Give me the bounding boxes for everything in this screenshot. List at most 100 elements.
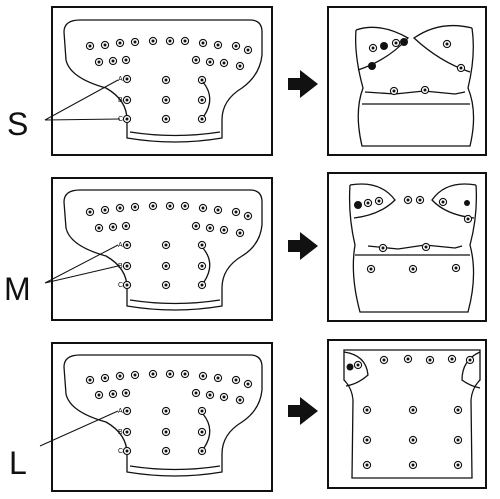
snap-button-icon: [161, 261, 171, 271]
row-label-b: B: [118, 263, 123, 270]
snap-button-icon: [415, 195, 425, 205]
snap-button-icon: [161, 427, 171, 437]
snap-button-icon: [205, 57, 215, 67]
snap-button-icon: [205, 390, 215, 400]
snap-button-icon: [161, 406, 171, 416]
size-row-m: A B C M: [4, 172, 487, 322]
row-label-b: B: [118, 429, 123, 436]
snap-button-icon: [213, 40, 223, 50]
snap-button-icon: [161, 75, 171, 85]
snap-curve: [202, 247, 211, 283]
snap-button-icon: [447, 354, 457, 364]
snap-curve: [202, 81, 211, 117]
snap-button-icon: [400, 38, 408, 46]
snap-button-icon: [122, 427, 132, 437]
snap-button-icon: [122, 74, 132, 84]
snap-button-icon: [191, 221, 201, 231]
snap-button-icon: [197, 427, 207, 437]
snap-button-icon: [148, 36, 158, 46]
size-label-m: M: [4, 271, 31, 307]
snap-button-icon: [100, 205, 110, 215]
snap-button-icon: [85, 41, 95, 51]
snap-grid: [353, 354, 475, 470]
snap-button-icon: [121, 55, 131, 65]
snap-button-icon: [366, 264, 376, 274]
snap-button-icon: [197, 75, 207, 85]
snap-button-icon: [115, 371, 125, 381]
size-row-s: A B C S: [7, 6, 487, 156]
snap-button-icon: [353, 360, 363, 370]
snap-button-icon: [380, 42, 388, 50]
row-label-b: B: [118, 97, 123, 104]
snap-button-icon: [354, 201, 362, 209]
snap-button-icon: [165, 369, 175, 379]
panel-frame: [327, 6, 487, 156]
snap-button-icon: [122, 114, 132, 124]
snap-button-icon: [180, 36, 190, 46]
snap-button-icon: [115, 203, 125, 213]
snap-button-icon: [161, 446, 171, 456]
row-label-a: A: [118, 408, 123, 415]
snap-button-icon: [403, 195, 413, 205]
snap-grid: [85, 36, 253, 124]
snap-button-icon: [456, 63, 466, 73]
snap-button-icon: [161, 280, 171, 290]
snap-button-icon: [121, 221, 131, 231]
snap-button-icon: [165, 36, 175, 46]
row-label-a: A: [118, 242, 123, 249]
snap-button-icon: [346, 363, 354, 371]
snap-button-icon: [389, 86, 399, 96]
snap-button-icon: [100, 40, 110, 50]
snap-button-icon: [442, 39, 452, 49]
left-wing: [343, 351, 369, 387]
panel-frame: [51, 177, 273, 321]
snap-button-icon: [451, 263, 461, 273]
snap-button-icon: [235, 228, 245, 238]
snap-button-icon: [219, 58, 229, 68]
snap-button-icon: [197, 95, 207, 105]
row-label-c: C: [118, 116, 123, 123]
snap-button-icon: [197, 446, 207, 456]
snap-button-icon: [180, 369, 190, 379]
size-label-l: L: [9, 445, 27, 481]
diaper-body-outline: [348, 184, 478, 313]
size-row-l: A B C L: [9, 339, 487, 492]
snap-button-icon: [368, 43, 378, 53]
snap-button-icon: [108, 389, 118, 399]
snap-button-icon: [197, 261, 207, 271]
snap-button-icon: [198, 38, 208, 48]
snap-button-icon: [191, 388, 201, 398]
flat-diaper-panel-s: A B C: [51, 6, 273, 156]
snap-button-icon: [115, 38, 125, 48]
snap-button-icon: [408, 460, 418, 470]
snap-grid: [363, 195, 473, 274]
snap-button-icon: [180, 201, 190, 211]
snap-button-icon: [122, 261, 132, 271]
snap-button-icon: [165, 201, 175, 211]
snap-button-icon: [453, 405, 463, 415]
snap-button-icon: [408, 435, 418, 445]
snap-button-icon: [108, 222, 118, 232]
pointer-lines: [44, 244, 119, 284]
snap-grid: [368, 38, 466, 96]
snap-button-icon: [391, 38, 401, 48]
pointer-lines: [44, 79, 121, 121]
panel-frame: [327, 172, 487, 322]
snap-button-icon: [130, 37, 140, 47]
right-arrow-icon: [288, 70, 318, 98]
diaper-outline: [63, 189, 263, 311]
snap-button-icon: [420, 85, 430, 95]
snap-button-icon: [362, 435, 372, 445]
snap-button-icon: [197, 280, 207, 290]
pointer-lines: [39, 410, 119, 447]
snap-button-icon: [243, 45, 253, 55]
snap-button-icon: [464, 200, 470, 206]
snap-button-icon: [148, 201, 158, 211]
snap-button-icon: [219, 225, 229, 235]
row-label-a: A: [118, 76, 123, 83]
diaper-hem: [129, 465, 221, 471]
snap-button-icon: [243, 211, 253, 221]
snap-button-icon: [122, 95, 132, 105]
right-arrow-icon: [288, 397, 318, 425]
snap-button-icon: [465, 355, 475, 365]
